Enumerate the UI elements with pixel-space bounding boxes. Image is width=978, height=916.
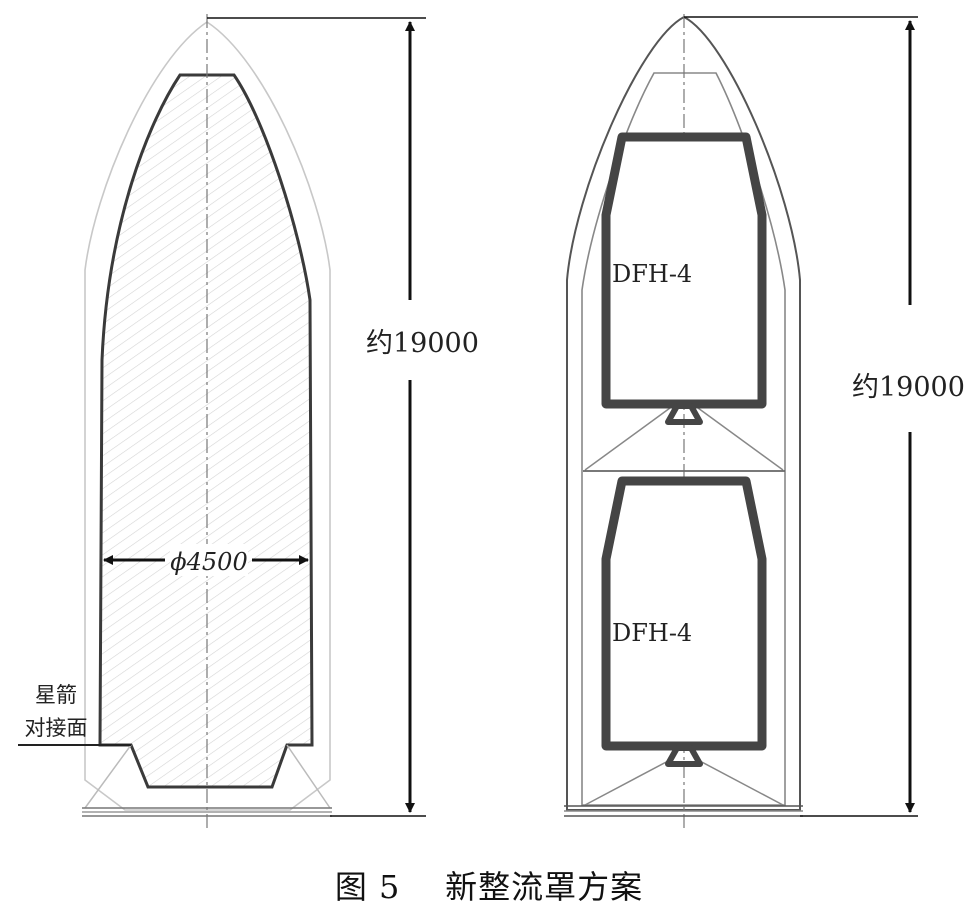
caption-spacer [400, 868, 445, 906]
interface-label-line1: 星箭 [35, 683, 77, 707]
upper-truss-left [584, 407, 671, 471]
right-height-dimension: 约19000 [684, 16, 965, 817]
satellite-lower-nozzle [665, 745, 703, 767]
diameter-label: ϕ4500 [170, 548, 247, 576]
right-fairing: DFH-4 DFH-4 [564, 14, 803, 830]
satellite-upper: DFH-4 [601, 132, 767, 425]
lower-truss-right [697, 759, 784, 806]
interface-label-line2: 对接面 [25, 716, 88, 740]
left-height-label: 约19000 [366, 328, 479, 359]
lower-truss-left [584, 759, 671, 806]
left-fairing: ϕ4500 星箭 对接面 [18, 14, 332, 830]
left-height-dimension: 约19000 [207, 17, 479, 817]
caption-figure-number: 图 5 [334, 868, 401, 906]
left-support-right [286, 744, 331, 809]
satellite-lower-label: DFH-4 [612, 619, 692, 647]
satellite-lower: DFH-4 [601, 476, 767, 767]
left-support-left [84, 744, 132, 809]
satellite-upper-label: DFH-4 [612, 260, 692, 288]
right-height-label: 约19000 [852, 372, 965, 403]
caption-title: 新整流罩方案 [445, 868, 644, 906]
figure-caption: 图 5 新整流罩方案 [0, 862, 978, 908]
satellite-upper-body [601, 132, 767, 409]
upper-truss-right [697, 407, 784, 471]
satellite-lower-body [601, 476, 767, 751]
satellite-upper-nozzle [665, 403, 703, 425]
diameter-label-bg [170, 544, 248, 576]
left-payload-envelope [98, 73, 314, 789]
